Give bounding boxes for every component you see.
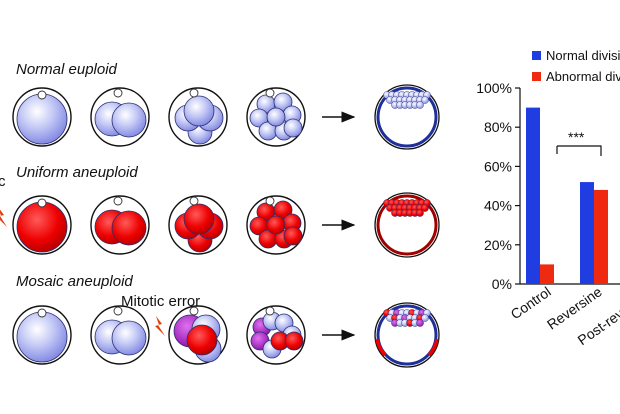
- legend-label-normal: Normal division: [546, 48, 620, 63]
- icm-cell: [421, 314, 429, 322]
- embryo-row-mosaic: [12, 302, 440, 368]
- polar-body: [113, 196, 123, 206]
- blastomere: [266, 215, 286, 235]
- polar-body: [265, 196, 275, 206]
- polar-body: [37, 198, 47, 208]
- polar-body: [189, 306, 199, 316]
- blastomere: [111, 210, 147, 246]
- clipped-label: c: [0, 173, 6, 190]
- trophectoderm-aneuploid-patch: [375, 338, 387, 357]
- icm-cell: [416, 101, 424, 109]
- blastomere-error: [186, 324, 218, 356]
- lightning-bolt-icon: [0, 209, 7, 227]
- y-tick-label: 60%: [484, 158, 512, 174]
- blastomere: [283, 226, 303, 246]
- blastomere: [266, 107, 286, 127]
- y-tick-label: 80%: [484, 119, 512, 135]
- blastomere: [283, 118, 303, 138]
- division-bar-chart: 0% 20% 40% 60% 80% 100% ControlReversinePost-…: [476, 48, 620, 348]
- significance-stars: ***: [568, 129, 585, 145]
- embryo-row-normal: [12, 84, 440, 150]
- y-tick-label: 40%: [484, 198, 512, 214]
- mitotic-error-label: Mitotic error: [121, 293, 200, 310]
- blastomere: [111, 320, 147, 356]
- inner-cell-mass: [383, 199, 431, 217]
- row-title-normal: Normal euploid: [16, 61, 118, 78]
- lightning-bolt-icon: [155, 316, 165, 336]
- polar-body: [189, 196, 199, 206]
- polar-body: [113, 306, 123, 316]
- bars: [526, 107, 608, 284]
- y-tick-label: 20%: [484, 237, 512, 253]
- bar-normal: [580, 182, 594, 284]
- polar-body: [265, 306, 275, 316]
- legend-label-abnormal: Abnormal division: [546, 69, 620, 84]
- inner-cell-mass: [383, 309, 431, 327]
- polar-body: [265, 88, 275, 98]
- icm-cell: [416, 319, 424, 327]
- zygote-cell: [16, 93, 68, 145]
- polar-body: [37, 90, 47, 100]
- polar-body: [37, 308, 47, 318]
- blastomere: [183, 95, 215, 127]
- blastomere: [111, 102, 147, 138]
- icm-cell: [421, 204, 429, 212]
- zygote-cell: [16, 201, 68, 253]
- legend-swatch-normal: [532, 51, 541, 60]
- embryo-row-uniform: [12, 192, 440, 258]
- bar-abnormal: [540, 264, 554, 284]
- icm-cell: [416, 209, 424, 217]
- legend-swatch-abnormal: [532, 72, 541, 81]
- embryo-diagram: [0, 84, 440, 368]
- row-title-uniform: Uniform aneuploid: [16, 164, 138, 181]
- blastomere: [183, 203, 215, 235]
- significance-bracket: [556, 145, 602, 156]
- inner-cell-mass: [383, 91, 431, 109]
- row-title-mosaic: Mosaic aneuploid: [16, 273, 133, 290]
- y-tick-label: 0%: [492, 276, 512, 292]
- polar-body: [113, 88, 123, 98]
- zygote-cell: [16, 311, 68, 363]
- y-tick-label: 100%: [476, 80, 512, 96]
- y-axis: 0% 20% 40% 60% 80% 100%: [476, 80, 620, 292]
- bar-abnormal: [594, 189, 608, 284]
- bar-normal: [526, 107, 540, 284]
- blastomere: [284, 331, 304, 351]
- icm-cell: [421, 96, 429, 104]
- trophectoderm-aneuploid-patch: [427, 338, 439, 357]
- polar-body: [189, 88, 199, 98]
